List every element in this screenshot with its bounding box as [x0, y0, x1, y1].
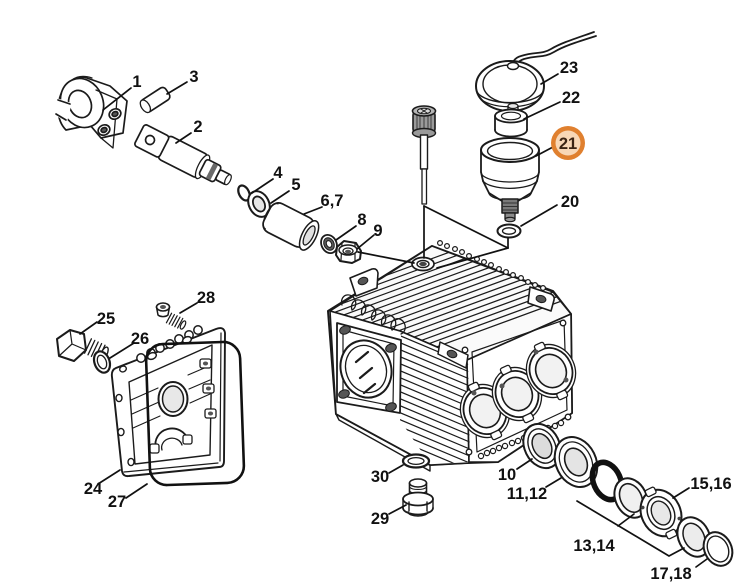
part-10-seal — [522, 422, 562, 470]
leader-lines — [79, 73, 708, 568]
part-label-26[interactable]: 26 — [131, 330, 149, 348]
part-28-screw — [155, 302, 187, 330]
part-label-10[interactable]: 10 — [498, 466, 516, 484]
part-label-8[interactable]: 8 — [357, 211, 366, 229]
part-label-24[interactable]: 24 — [84, 480, 103, 498]
badge-fill — [555, 130, 581, 156]
part-label-1[interactable]: 1 — [132, 73, 141, 91]
part-label-6-7[interactable]: 6,7 — [321, 192, 344, 210]
part-label-29[interactable]: 29 — [371, 510, 389, 528]
part-label-5[interactable]: 5 — [291, 176, 300, 194]
part-21-highlight-badge[interactable]: 21 — [551, 126, 585, 160]
part-label-30[interactable]: 30 — [371, 468, 389, 486]
part-labels: 1 3 2 4 5 6,7 8 9 23 22 20 25 26 28 24 2… — [84, 59, 732, 582]
part-30-o-ring — [401, 453, 431, 469]
part-22-bushing — [494, 108, 528, 138]
part-label-22[interactable]: 22 — [562, 89, 580, 107]
part-label-28[interactable]: 28 — [197, 289, 215, 307]
part-label-27[interactable]: 27 — [108, 493, 126, 511]
part-23-cap — [475, 31, 597, 117]
beaded-edge-top — [437, 240, 546, 292]
oil-dipstick — [411, 105, 437, 205]
valve-face — [459, 319, 577, 456]
part-3-pin — [139, 86, 171, 114]
oil-filler-boss — [411, 256, 435, 272]
part-11-12-seal-assembly — [553, 436, 599, 488]
fin-curls — [340, 294, 406, 335]
part-label-11-12[interactable]: 11,12 — [507, 485, 547, 503]
part-29-threaded-plug — [402, 478, 434, 517]
part-21-oil-reservoir-cup — [480, 137, 540, 223]
part-label-3[interactable]: 3 — [189, 68, 198, 86]
part-9-hex-nut — [335, 240, 362, 264]
part-label-2[interactable]: 2 — [193, 118, 202, 136]
part-2-piston-rod — [134, 124, 232, 186]
part-1-clamp-yoke — [54, 75, 128, 149]
part-15-16-flanged-ring — [639, 486, 683, 540]
part-label-23[interactable]: 23 — [560, 59, 578, 77]
part-24-crankcase-cover — [110, 325, 226, 478]
part-17-18-ring — [702, 531, 734, 567]
mounting-lugs — [349, 268, 555, 369]
sight-glass-flange — [336, 322, 402, 414]
part-label-9[interactable]: 9 — [373, 222, 382, 240]
part-label-25[interactable]: 25 — [97, 310, 115, 328]
part-5-seal-ring — [247, 190, 271, 218]
part-20-o-ring — [496, 223, 522, 239]
cover-bosses — [199, 358, 217, 419]
part-pressure-ring — [676, 516, 712, 558]
part-6-7-sleeve — [262, 202, 320, 251]
part-label-13-14[interactable]: 13,14 — [573, 537, 615, 555]
pump-housing — [327, 240, 577, 472]
part-14-backing-ring — [613, 477, 649, 519]
part-label-20[interactable]: 20 — [561, 193, 579, 211]
part-26-o-ring — [92, 350, 112, 374]
part-label-15-16[interactable]: 15,16 — [690, 475, 731, 493]
part-label-17-18[interactable]: 17,18 — [650, 565, 691, 582]
part-label-21: 21 — [559, 135, 577, 153]
part-label-4[interactable]: 4 — [273, 164, 283, 182]
part-27-gasket — [144, 340, 246, 487]
